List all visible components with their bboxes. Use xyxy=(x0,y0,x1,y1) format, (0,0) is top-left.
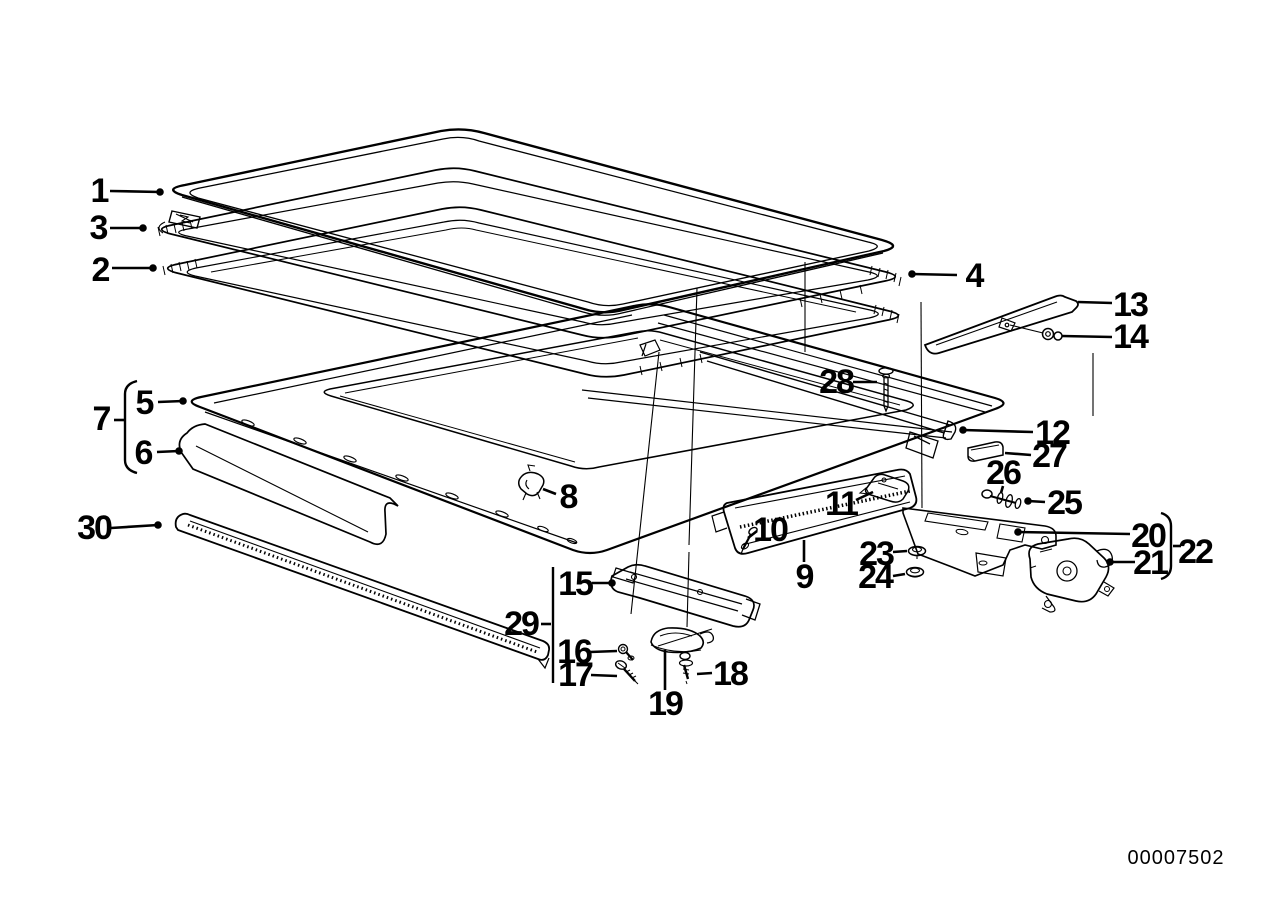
leader-dot-5 xyxy=(179,397,187,405)
clip-part8 xyxy=(518,464,545,501)
part-label-12: 12 xyxy=(1035,414,1070,452)
seal-ring-upper-part3-4 xyxy=(157,167,902,339)
screw-part16 xyxy=(617,643,635,661)
bracket-group-20-21 xyxy=(1160,511,1173,581)
part-label-17: 17 xyxy=(558,656,593,694)
leader-line-26 xyxy=(999,485,1005,494)
leader-dot-6 xyxy=(175,447,183,455)
part-label-21: 21 xyxy=(1133,544,1168,582)
part-label-1: 1 xyxy=(91,172,109,210)
part-label-7: 7 xyxy=(93,400,111,438)
leader-line-11 xyxy=(855,490,874,502)
roof-panel-part1 xyxy=(172,128,895,316)
leader-line-23 xyxy=(892,549,908,554)
callout-brackets xyxy=(123,379,1173,683)
grommet-part14 xyxy=(1041,327,1063,341)
part-label-19: 19 xyxy=(648,685,683,723)
part-label-10: 10 xyxy=(753,511,788,549)
leader-line-8 xyxy=(542,487,557,496)
leader-line-16 xyxy=(589,649,618,654)
leader-dot-12 xyxy=(959,426,967,434)
part-label-5: 5 xyxy=(136,384,154,422)
part-label-23: 23 xyxy=(859,535,894,573)
leader-line-17 xyxy=(590,673,618,678)
leader-line-13 xyxy=(1077,300,1113,305)
projection-line-5 xyxy=(1009,324,1044,334)
cap-part19 xyxy=(650,627,715,654)
part-label-27: 27 xyxy=(1032,437,1067,475)
part-label-18: 18 xyxy=(713,655,748,693)
leader-line-20 xyxy=(1017,530,1131,536)
guide-piece-part15 xyxy=(610,563,761,628)
leader-line-4 xyxy=(911,272,958,277)
guide-rail-part9 xyxy=(711,468,918,555)
leader-dot-1 xyxy=(156,188,164,196)
seal-corner-part3 xyxy=(158,210,201,234)
part-label-26: 26 xyxy=(986,454,1021,492)
diagram-id-number: 00007502 xyxy=(1128,847,1225,869)
leader-dot-4 xyxy=(908,270,916,278)
part-label-3: 3 xyxy=(90,209,108,247)
bracket-group-5-6 xyxy=(123,379,138,475)
deflector-hinge-detail xyxy=(639,339,661,357)
part-label-4: 4 xyxy=(966,257,985,295)
part-label-16: 16 xyxy=(557,633,592,671)
part-label-11: 11 xyxy=(825,485,858,523)
leader-line-30 xyxy=(110,523,159,530)
part-label-22: 22 xyxy=(1178,533,1213,571)
part-label-15: 15 xyxy=(558,565,593,603)
part-label-20: 20 xyxy=(1131,517,1166,555)
screw-part28 xyxy=(878,367,894,413)
part-label-30: 30 xyxy=(77,509,112,547)
leader-line-18 xyxy=(696,671,713,676)
part-label-8: 8 xyxy=(560,478,578,516)
leader-dot-21 xyxy=(1106,558,1114,566)
part-label-9: 9 xyxy=(796,558,814,596)
part-label-29: 29 xyxy=(504,605,539,643)
leader-dot-15 xyxy=(608,579,616,587)
leader-line-10 xyxy=(747,529,758,540)
frame-part5-7 xyxy=(190,303,1005,555)
frame-screw-slots xyxy=(241,419,578,545)
leader-dot-30 xyxy=(154,521,162,529)
part-label-25: 25 xyxy=(1047,484,1082,522)
leader-dot-25 xyxy=(1024,497,1032,505)
leader-line-27 xyxy=(1004,451,1032,457)
leader-line-5 xyxy=(157,399,184,404)
seal-strip-part30 xyxy=(174,512,551,670)
part-label-2: 2 xyxy=(92,251,110,289)
leader-dot-20 xyxy=(1014,528,1022,536)
part-label-24: 24 xyxy=(858,558,894,596)
projection-line-6 xyxy=(686,551,690,628)
seal-ring-lower-part2 xyxy=(162,206,900,378)
leader-dot-2 xyxy=(149,264,157,272)
leader-line-1 xyxy=(109,189,161,194)
projection-line-0 xyxy=(688,287,698,546)
leader-line-24 xyxy=(892,572,906,578)
screw-part17 xyxy=(614,660,639,685)
part-label-28: 28 xyxy=(819,363,854,401)
projection-lines xyxy=(630,262,1094,628)
leader-line-12 xyxy=(962,428,1034,434)
leader-line-14 xyxy=(1061,334,1113,339)
trim-blade-part13 xyxy=(923,294,1079,355)
bracket-plate-part20 xyxy=(902,507,1057,577)
projection-line-3 xyxy=(630,351,660,615)
projection-line-2 xyxy=(920,301,923,509)
pad-part27 xyxy=(967,441,1004,462)
nut-part24 xyxy=(905,566,925,578)
leader-dot-3 xyxy=(139,224,147,232)
part-label-13: 13 xyxy=(1113,286,1148,324)
part-label-6: 6 xyxy=(135,434,153,472)
screw-part18 xyxy=(678,651,694,685)
slider-part11 xyxy=(858,473,910,503)
part-label-14: 14 xyxy=(1113,318,1149,356)
